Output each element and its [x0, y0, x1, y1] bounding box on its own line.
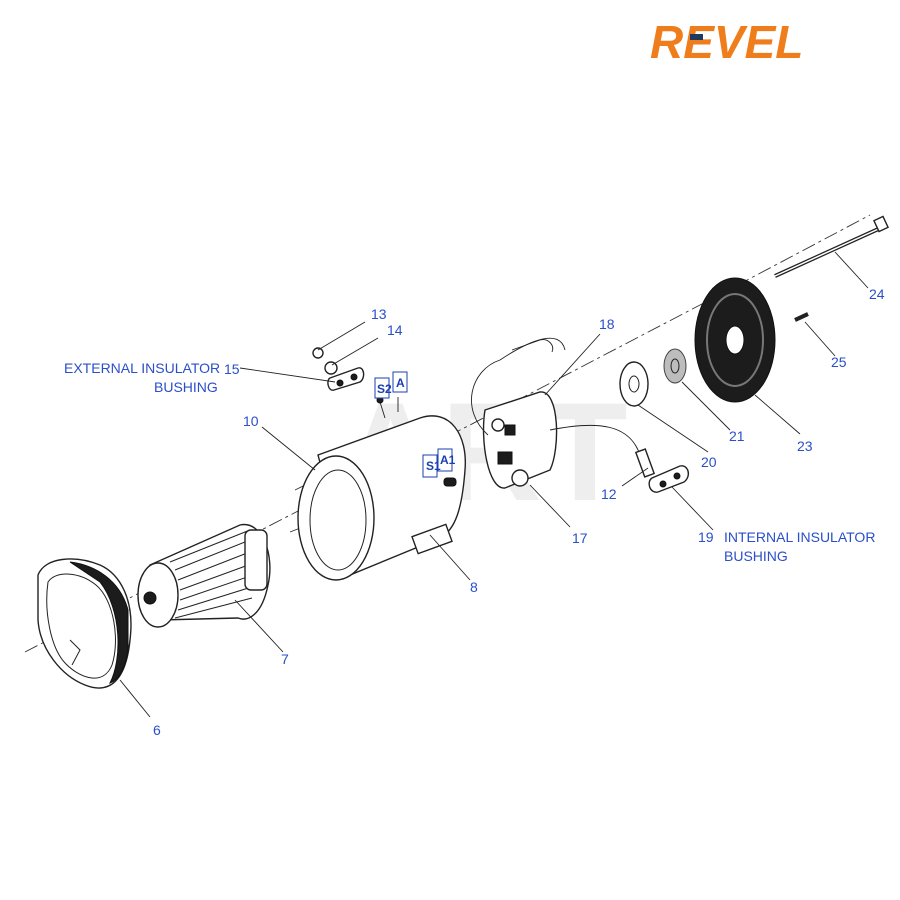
callout-24: 24: [869, 286, 885, 302]
terminal-s2-label: S2: [377, 382, 392, 396]
callouts: 6 7 8 10 12 13 14 15 17 18 19 20 21 23 2…: [153, 286, 885, 738]
revel-logo-accent: [690, 34, 703, 40]
screw-part-25: [794, 312, 809, 322]
end-cap-part-23: [694, 277, 776, 403]
external-insulator-label-line1: EXTERNAL INSULATOR: [64, 360, 220, 376]
terminal-a-label: A: [396, 376, 405, 390]
callout-20: 20: [701, 454, 717, 470]
callout-17: 17: [572, 530, 588, 546]
callout-23: 23: [797, 438, 813, 454]
through-bolt-part-24: [774, 215, 889, 278]
bushing-labels: EXTERNAL INSULATOR BUSHING INTERNAL INSU…: [64, 360, 875, 564]
callout-19: 19: [698, 529, 714, 545]
terminal-studs: S2 A: [374, 371, 408, 399]
external-insulator-hardware: [312, 347, 365, 391]
callout-14: 14: [387, 322, 403, 338]
callout-12: 12: [601, 486, 617, 502]
revel-logo-text: REVEL: [650, 16, 803, 68]
brush-plate-part-17: [471, 337, 641, 489]
terminal-a1-label: A1: [440, 453, 456, 467]
callout-25: 25: [831, 354, 847, 370]
internal-insulator-hardware: [634, 448, 690, 493]
callout-15: 15: [224, 361, 240, 377]
callout-8: 8: [470, 579, 478, 595]
callout-7: 7: [281, 651, 289, 667]
internal-insulator-label-line2: BUSHING: [724, 548, 788, 564]
callout-13: 13: [371, 306, 387, 322]
armature-part-7: [137, 523, 271, 628]
motor-housing-part-8: S1 A1: [297, 396, 466, 581]
revel-logo: REVEL: [650, 16, 803, 68]
terminal-a1-box: [437, 448, 453, 472]
callout-6: 6: [153, 722, 161, 738]
callout-10: 10: [243, 413, 259, 429]
callout-21: 21: [729, 428, 745, 444]
terminal-s1-box: [422, 454, 438, 478]
callout-18: 18: [599, 316, 615, 332]
washer-part-20: [619, 361, 649, 407]
bearing-part-21: [663, 348, 687, 384]
leader-lines: [119, 251, 869, 718]
terminal-s1-label: S1: [426, 459, 441, 473]
external-insulator-label-line2: BUSHING: [154, 379, 218, 395]
internal-insulator-label-line1: INTERNAL INSULATOR: [724, 529, 875, 545]
end-ring-part-6: [37, 558, 132, 689]
